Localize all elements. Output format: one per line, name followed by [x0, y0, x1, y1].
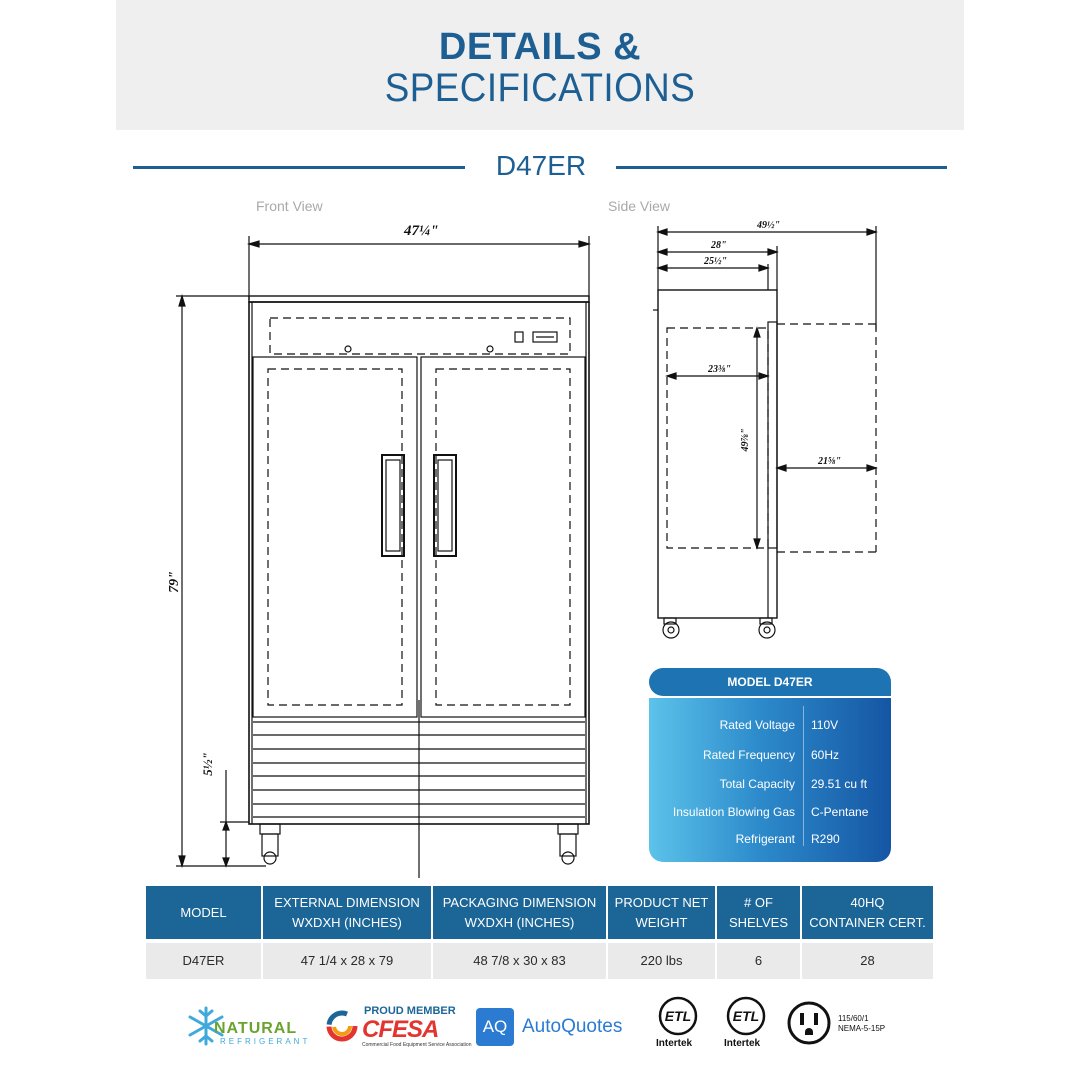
table-header-external-dimension: EXTERNAL DIMENSION WXDXH (INCHES)	[263, 886, 431, 939]
plug-rating: 115/60/1	[838, 1014, 869, 1023]
dim-front-height: 79"	[167, 571, 182, 593]
cfesa-logo-sub: Commercial Food Equipment Service Associ…	[362, 1042, 472, 1048]
spec-row: Insulation Blowing Gas C-Pentane	[649, 805, 891, 825]
spec-label: Rated Frequency	[702, 748, 795, 762]
spec-value: C-Pentane	[811, 805, 869, 819]
snowflake-icon	[188, 1006, 224, 1046]
etl-mark-icon: ETL	[658, 996, 698, 1036]
natural-refrigerant-logo: NATURAL REFRIGERANT	[184, 1004, 320, 1048]
spec-row: Total Capacity 29.51 cu ft	[649, 777, 891, 797]
spec-sheet-page: DETAILS & SPECIFICATIONS D47ER Front Vie…	[116, 0, 964, 1080]
page-title-line2: SPECIFICATIONS	[384, 66, 696, 110]
table-cell-shelves: 6	[717, 943, 800, 979]
table-header-model: MODEL	[146, 886, 261, 939]
table-cell-packaging-dimension: 48 7/8 x 30 x 83	[433, 943, 606, 979]
dim-side-depth: 28"	[710, 240, 727, 251]
cfesa-swirl-icon	[326, 1010, 358, 1042]
table-header-container-cert: 40HQ CONTAINER CERT.	[802, 886, 933, 939]
page-title-line1: DETAILS &	[438, 26, 642, 68]
spec-card: MODEL D47ER Rated Voltage 110V Rated Fre…	[649, 668, 891, 862]
spec-label: Refrigerant	[735, 832, 795, 846]
spec-card-divider	[803, 706, 804, 846]
table-header-shelves: # OF SHELVES	[717, 886, 800, 939]
front-caster-right	[557, 823, 579, 865]
autoquotes-logo: AQ AutoQuotes	[476, 1008, 646, 1046]
etl-sanitation-logo: ETL Intertek	[720, 996, 772, 1052]
header-band	[116, 0, 964, 130]
spec-row: Rated Frequency 60Hz	[649, 748, 891, 768]
front-caster-left	[259, 823, 281, 865]
autoquotes-name: AutoQuotes	[522, 1016, 623, 1037]
front-view-drawing	[176, 236, 592, 878]
etl-intertek-label: Intertek	[656, 1038, 693, 1049]
table-cell-external-dimension: 47 1/4 x 28 x 79	[263, 943, 431, 979]
side-view-label: Side View	[608, 198, 671, 214]
cfesa-logo: PROUD MEMBER CFESA Commercial Food Equip…	[326, 1004, 472, 1048]
front-view-label: Front View	[256, 198, 323, 214]
side-caster-right	[758, 617, 776, 639]
technical-drawing: 47¼" 79" 5½" 49½" 28" 25½" 23⅜" 49⅞" 21⅝…	[167, 220, 878, 878]
dim-front-base: 5½"	[200, 752, 215, 775]
svg-text:ETL: ETL	[665, 1008, 691, 1024]
dim-side-door-height: 49⅞"	[740, 428, 751, 452]
table-header-packaging-dimension: PACKAGING DIMENSION WXDXH (INCHES)	[433, 886, 606, 939]
spec-value: 29.51 cu ft	[811, 777, 868, 791]
spec-value: 60Hz	[811, 748, 840, 762]
dim-front-width: 47¼"	[403, 223, 439, 239]
side-view-drawing	[653, 226, 878, 639]
table-cell-net-weight: 220 lbs	[608, 943, 715, 979]
plug-nema: NEMA-5-15P	[838, 1024, 886, 1033]
side-caster-left	[662, 617, 680, 639]
spec-value: 110V	[811, 718, 839, 732]
heading-rule-right	[616, 166, 947, 169]
heading-rule-left	[133, 166, 465, 169]
spec-card-body	[649, 698, 891, 862]
svg-text:ETL: ETL	[733, 1008, 759, 1024]
autoquotes-badge: AQ	[476, 1008, 514, 1046]
dim-side-door-swing: 21⅝"	[817, 456, 841, 467]
model-heading: D47ER	[495, 150, 587, 181]
spec-row: Rated Voltage 110V	[649, 718, 891, 738]
dim-side-interior: 23⅜"	[707, 364, 731, 375]
spec-label: Insulation Blowing Gas	[672, 805, 795, 819]
spec-card-title: MODEL D47ER	[649, 668, 891, 696]
natural-logo-bottom: REFRIGERANT	[220, 1037, 311, 1046]
etl-sanitation-icon: ETL	[726, 996, 766, 1036]
table-header-net-weight: PRODUCT NET WEIGHT	[608, 886, 715, 939]
spec-label: Rated Voltage	[719, 718, 795, 732]
spec-value: R290	[811, 832, 840, 846]
etl-listed-logo: ETL Intertek	[652, 996, 704, 1052]
table-cell-container-cert: 28	[802, 943, 933, 979]
table-cell-model: D47ER	[146, 943, 261, 979]
cfesa-logo-top: PROUD MEMBER	[364, 1005, 456, 1017]
spec-row: Refrigerant R290	[649, 832, 891, 852]
natural-logo-top: NATURAL	[214, 1020, 298, 1037]
cfesa-logo-main: CFESA	[362, 1016, 439, 1043]
etl-sanitation-intertek-label: Intertek	[724, 1038, 761, 1049]
spec-label: Total Capacity	[719, 777, 795, 791]
dim-side-total: 49½"	[756, 220, 780, 231]
dim-side-body: 25½"	[703, 256, 727, 267]
plug-outlet-icon	[787, 1001, 831, 1045]
nema-plug-logo: 115/60/1 NEMA-5-15P	[786, 1000, 896, 1048]
